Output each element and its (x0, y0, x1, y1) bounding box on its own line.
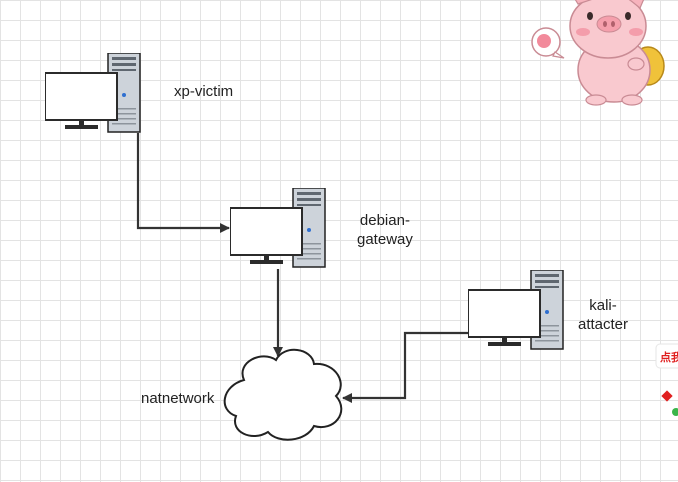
natnetwork-label: natnetwork (141, 390, 215, 407)
node-kali-attacter[interactable] (468, 270, 564, 350)
node-natnetwork[interactable] (223, 349, 343, 441)
kali-attacter-label: kali- attacter (578, 297, 629, 333)
cloud-icon (223, 349, 343, 441)
edge-kali-attacter-to-natnetwork (342, 331, 468, 403)
desktop-computer-icon (468, 270, 564, 350)
pig-mascot-sticker (531, 0, 665, 106)
edge-xp-victim-to-debian-gateway (136, 133, 230, 233)
node-debian-gateway[interactable] (230, 188, 326, 268)
side-tab[interactable]: 点我 (655, 343, 678, 416)
side-tab-text: 点我 (660, 350, 678, 364)
debian-gateway-label: debian- gateway (357, 212, 413, 248)
node-xp-victim[interactable] (45, 53, 141, 133)
desktop-computer-icon (230, 188, 326, 268)
desktop-computer-icon (45, 53, 141, 133)
xp-victim-label: xp-victim (174, 83, 234, 100)
